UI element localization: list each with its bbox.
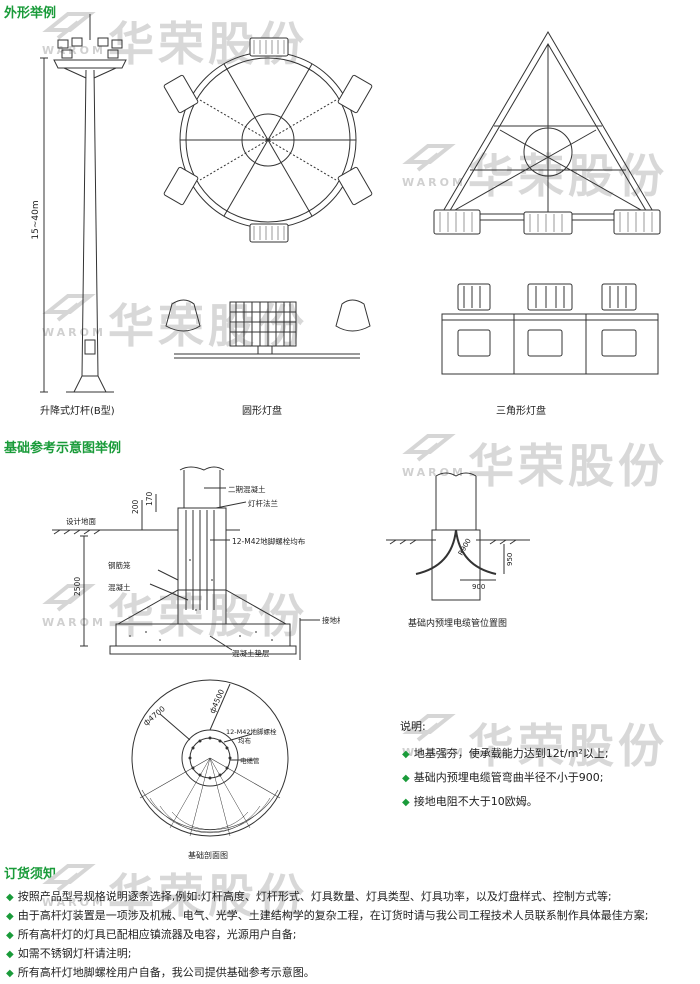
dim-950: 950 <box>506 553 514 566</box>
label-bolts: 12-M42地脚螺栓均布 <box>232 536 306 546</box>
foundation-plan-drawing: ф4500 ф4700 12-M42地脚螺栓 均布 电缆管 <box>131 679 289 837</box>
diamond-bullet-icon: ◆ <box>402 797 410 808</box>
note-text: 接地电阻不大于10欧姆。 <box>413 795 538 808</box>
diamond-bullet-icon: ◆ <box>402 749 410 760</box>
pole-height-label: 15~40m <box>31 200 41 239</box>
order-text: 所有高杆灯的灯具已配相应镇流器及电容，光源用户自备; <box>17 928 297 941</box>
round-caption: 圆形灯盘 <box>242 406 282 417</box>
watermark-logo: 华荣股份 <box>400 140 668 206</box>
watermark-text: 华荣股份 <box>468 719 668 773</box>
label-earth-rod: 接地杆 <box>322 615 340 625</box>
watermark-en: WAROM <box>42 896 106 909</box>
diamond-bullet-icon: ◆ <box>6 911 14 922</box>
diamond-bullet-icon: ◆ <box>6 930 14 941</box>
pole-drawing: 15~40m <box>31 14 127 393</box>
conduit-drawing: R900 900 950 <box>386 472 530 601</box>
label-bolts-plan-1: 12-M42地脚螺栓 <box>226 727 277 736</box>
triangle-panel-drawing <box>433 31 661 375</box>
dim-170: 170 <box>145 491 154 506</box>
order-text: 由于高杆灯装置是一项涉及机械、电气、光学、土建结构学的复杂工程，在订货时请与我公… <box>17 909 649 922</box>
order-text: 按照产品型号规格说明逐条选择,例如:灯杆高度、灯杆形式、灯具数量、灯具类型、灯具… <box>17 890 612 903</box>
watermark-en: WAROM <box>42 616 106 629</box>
watermark-en: WAROM <box>402 176 466 189</box>
label-flange: 灯杆法兰 <box>248 498 278 508</box>
note-text: 基础内预埋电缆管弯曲半径不小于900; <box>413 771 604 784</box>
order-text: 如需不锈钢灯杆请注明; <box>17 947 132 960</box>
order-text: 所有高杆灯地脚螺栓用户自备，我公司提供基础参考示意图。 <box>17 966 315 979</box>
diamond-bullet-icon: ◆ <box>6 968 14 979</box>
label-cage: 钢筋笼 <box>108 560 131 570</box>
watermark-text: 华荣股份 <box>468 439 668 493</box>
diamond-bullet-icon: ◆ <box>6 892 14 903</box>
label-cable: 电缆管 <box>240 756 260 765</box>
round-panel-drawing <box>163 37 373 359</box>
watermark-logo: 华荣股份 <box>40 290 308 356</box>
section-title-appearance: 外形举例 <box>4 6 57 21</box>
dim-4500: ф4500 <box>208 688 227 715</box>
watermark-en: WAROM <box>42 326 106 339</box>
dim-900: 900 <box>472 583 485 591</box>
foundation-elevation-drawing: 二期混凝土 灯杆法兰 设计地面 12-M42地脚螺栓均布 钢筋笼 混凝土 接地杆… <box>52 466 340 660</box>
label-bolts-plan-2: 均布 <box>238 736 252 745</box>
watermark-en: WAROM <box>402 746 466 759</box>
dim-4700: ф4700 <box>142 704 167 727</box>
watermark-logo: 华荣股份 <box>400 710 668 776</box>
section-caption: 基础剖面图 <box>188 851 228 860</box>
label-cushion: 混凝土垫层 <box>232 648 270 658</box>
triangle-caption: 三角形灯盘 <box>496 406 546 417</box>
diamond-bullet-icon: ◆ <box>402 773 410 784</box>
order-item: ◆如需不锈钢灯杆请注明; <box>6 945 131 961</box>
watermark-text: 华荣股份 <box>468 149 668 203</box>
order-item: ◆所有高杆灯地脚螺栓用户自备，我公司提供基础参考示意图。 <box>6 964 315 980</box>
diamond-bullet-icon: ◆ <box>6 949 14 960</box>
order-item: ◆所有高杆灯的灯具已配相应镇流器及电容，光源用户自备; <box>6 926 296 942</box>
conduit-caption: 基础内预埋电缆管位置图 <box>408 619 508 629</box>
section-title-ordering: 订货须知 <box>4 867 57 882</box>
watermark-text: 华荣股份 <box>108 869 308 923</box>
note-text: 地基强夯，使承载能力达到12t/m²以上; <box>413 747 609 760</box>
dim-2500: 2500 <box>73 577 82 596</box>
note-item: ◆地基强夯，使承载能力达到12t/m²以上; <box>402 745 609 761</box>
order-item: ◆按照产品型号规格说明逐条选择,例如:灯杆高度、灯杆形式、灯具数量、灯具类型、灯… <box>6 888 612 904</box>
note-item: ◆基础内预埋电缆管弯曲半径不小于900; <box>402 769 603 785</box>
watermark-en: WAROM <box>402 466 466 479</box>
label-ground: 设计地面 <box>66 516 96 526</box>
watermark-logo: 华荣股份 <box>40 860 308 926</box>
dim-r900: R900 <box>457 537 473 557</box>
label-concrete2: 二期混凝土 <box>228 484 266 494</box>
note-item: ◆接地电阻不大于10欧姆。 <box>402 793 538 809</box>
pole-caption: 升降式灯杆(B型) <box>40 406 115 417</box>
order-item: ◆由于高杆灯装置是一项涉及机械、电气、光学、土建结构学的复杂工程，在订货时请与我… <box>6 907 648 923</box>
section-title-foundation: 基础参考示意图举例 <box>4 441 122 456</box>
notes-title: 说明: <box>400 720 426 733</box>
label-concrete: 混凝土 <box>108 582 131 592</box>
watermark-text: 华荣股份 <box>108 299 308 353</box>
dim-200: 200 <box>131 499 140 514</box>
watermark-logo: 华荣股份 <box>400 430 668 496</box>
